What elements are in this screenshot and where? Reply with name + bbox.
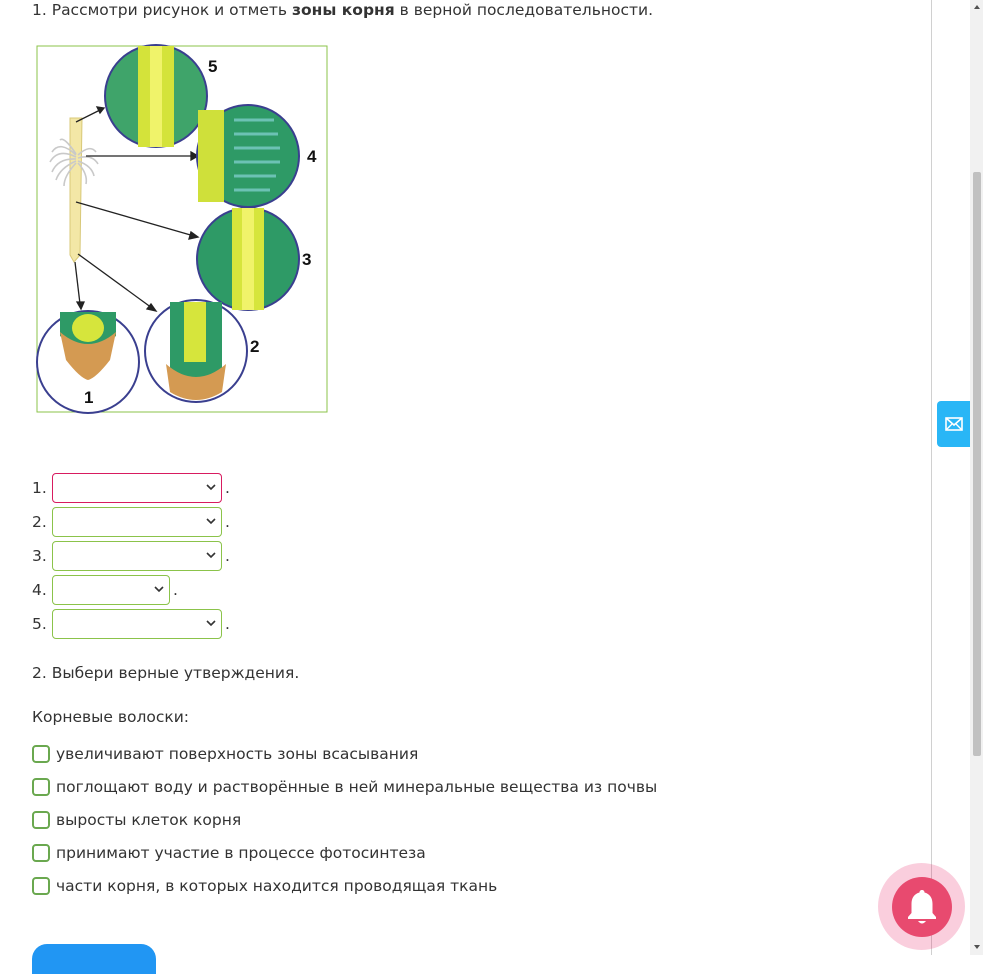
checkbox[interactable] xyxy=(32,844,50,862)
option-label: принимают участие в процессе фотосинтеза xyxy=(56,844,426,862)
select-dot: . xyxy=(225,615,230,633)
bell-icon xyxy=(907,889,936,923)
select-number: 5. xyxy=(32,615,47,633)
mail-button[interactable] xyxy=(937,401,971,447)
zone-select-row-2: 2. . xyxy=(32,506,230,538)
figure-label-2: 2 xyxy=(250,337,259,356)
zone-select-row-3: 3. . xyxy=(32,540,230,572)
question-2-title: 2. Выбери верные утверждения. xyxy=(32,664,300,682)
option-label: выросты клеток корня xyxy=(56,811,242,829)
option-5[interactable]: части корня, в которых находится проводя… xyxy=(32,875,497,897)
checkbox[interactable] xyxy=(32,811,50,829)
select-number: 2. xyxy=(32,513,47,531)
checkbox[interactable] xyxy=(32,877,50,895)
main-content: 1. Рассмотри рисунок и отметь зоны корня… xyxy=(32,1,658,974)
select-dot: . xyxy=(173,581,178,599)
zone-select-row-1: 1. . xyxy=(32,472,230,504)
zone-select-row-5: 5. . xyxy=(32,608,230,640)
checkbox[interactable] xyxy=(32,745,50,763)
select-number: 4. xyxy=(32,581,47,599)
zone-select-3[interactable] xyxy=(52,541,222,571)
select-number: 1. xyxy=(32,479,47,497)
option-label: части корня, в которых находится проводя… xyxy=(56,877,498,895)
zone-select-row-4: 4. . xyxy=(32,574,178,606)
root-zones-figure: 5 4 3 2 1 xyxy=(36,44,328,414)
select-number: 3. xyxy=(32,547,47,565)
select-dot: . xyxy=(225,479,230,497)
mail-icon xyxy=(945,417,963,431)
option-label: увеличивают поверхность зоны всасывания xyxy=(56,745,419,763)
select-dot: . xyxy=(225,513,230,531)
chevron-down-icon xyxy=(206,620,216,627)
scroll-down-arrow-icon[interactable] xyxy=(972,942,982,952)
figure-label-5: 5 xyxy=(208,57,217,76)
option-2[interactable]: поглощают воду и растворённые в ней мине… xyxy=(32,776,657,798)
option-4[interactable]: принимают участие в процессе фотосинтеза xyxy=(32,842,426,864)
option-1[interactable]: увеличивают поверхность зоны всасывания xyxy=(32,743,418,765)
sidebar-divider xyxy=(931,0,932,955)
zone-select-5[interactable] xyxy=(52,609,222,639)
notification-button[interactable] xyxy=(878,863,965,950)
checkbox[interactable] xyxy=(32,778,50,796)
figure-label-4: 4 xyxy=(307,147,317,166)
figure-label-3: 3 xyxy=(302,250,311,269)
question-2-subtitle: Корневые волоски: xyxy=(32,708,190,726)
scroll-up-arrow-icon[interactable] xyxy=(972,2,982,12)
select-dot: . xyxy=(225,547,230,565)
chevron-down-icon xyxy=(206,552,216,559)
scrollbar-thumb[interactable] xyxy=(973,172,981,756)
zone-select-2[interactable] xyxy=(52,507,222,537)
submit-button[interactable] xyxy=(32,944,156,974)
chevron-down-icon xyxy=(206,484,216,491)
chevron-down-icon xyxy=(206,518,216,525)
notification-button-inner xyxy=(891,876,952,937)
figure-label-1: 1 xyxy=(84,388,93,407)
zone-select-1[interactable] xyxy=(52,473,222,503)
option-3[interactable]: выросты клеток корня xyxy=(32,809,241,831)
zone-select-4[interactable] xyxy=(52,575,170,605)
option-label: поглощают воду и растворённые в ней мине… xyxy=(56,778,658,796)
chevron-down-icon xyxy=(154,586,164,593)
question-1-title: 1. Рассмотри рисунок и отметь зоны корня… xyxy=(32,1,654,19)
